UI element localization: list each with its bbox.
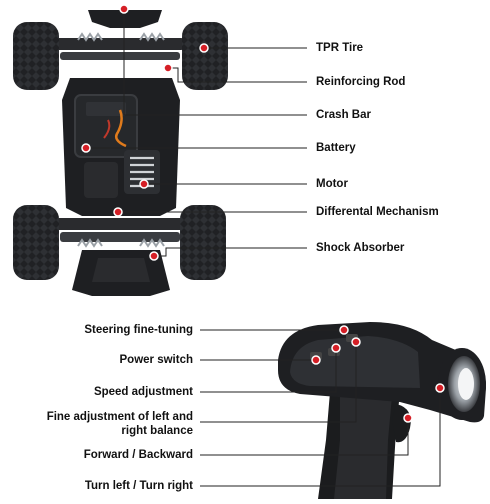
callout-dots [81,4,445,423]
leader-line-balance [200,342,357,423]
dot-differential [113,207,123,217]
dot-forward-backward [403,413,413,423]
tpr-tire-shape [13,22,228,90]
leader-line-crash-bar [123,9,307,116]
dot-motor [139,179,149,189]
rc-car-top-view [13,10,228,296]
leader-line-forward-backward [200,418,409,456]
label-shock-absorber: Shock Absorber [316,242,405,254]
label-turn-left-right: Turn left / Turn right [84,480,193,492]
dot-crash-bar [119,4,129,14]
leader-line-speed-adjustment [200,348,337,393]
label-reinforcing-rod: Reinforcing Rod [316,76,406,88]
dot-turn [435,383,445,393]
label-left-right-balance: Fine adjustment of left and right balanc… [46,411,193,437]
crash-bar-shape [88,10,162,28]
trigger-shape [392,404,411,443]
leader-line-reinforcing-rod [168,67,307,83]
dot-shock-absorber [149,251,159,261]
dot-steering-fine-tuning [339,325,349,335]
dot-speed-adjustment [331,343,341,353]
dot-battery [81,143,91,153]
label-speed-adjustment: Speed adjustment [93,386,193,398]
dot-power-switch [311,355,321,365]
label-forward-backward: Forward / Backward [83,449,193,461]
label-motor: Motor [316,178,348,190]
leader-line-shock-absorber [154,247,307,257]
leader-lines [86,9,441,487]
remote-controller [278,322,486,499]
dot-reinforcing-rod [163,63,173,73]
label-tpr-tire: TPR Tire [316,42,364,54]
dot-balance [351,337,361,347]
dot-tpr-tire [199,43,209,53]
leader-line-turn [200,388,441,487]
label-differential-mechanism: Differental Mechanism [316,206,439,218]
label-power-switch: Power switch [119,354,194,366]
label-steering-fine-tuning: Steering fine-tuning [84,324,193,336]
label-crash-bar: Crash Bar [316,109,371,121]
label-battery: Battery [316,142,356,154]
